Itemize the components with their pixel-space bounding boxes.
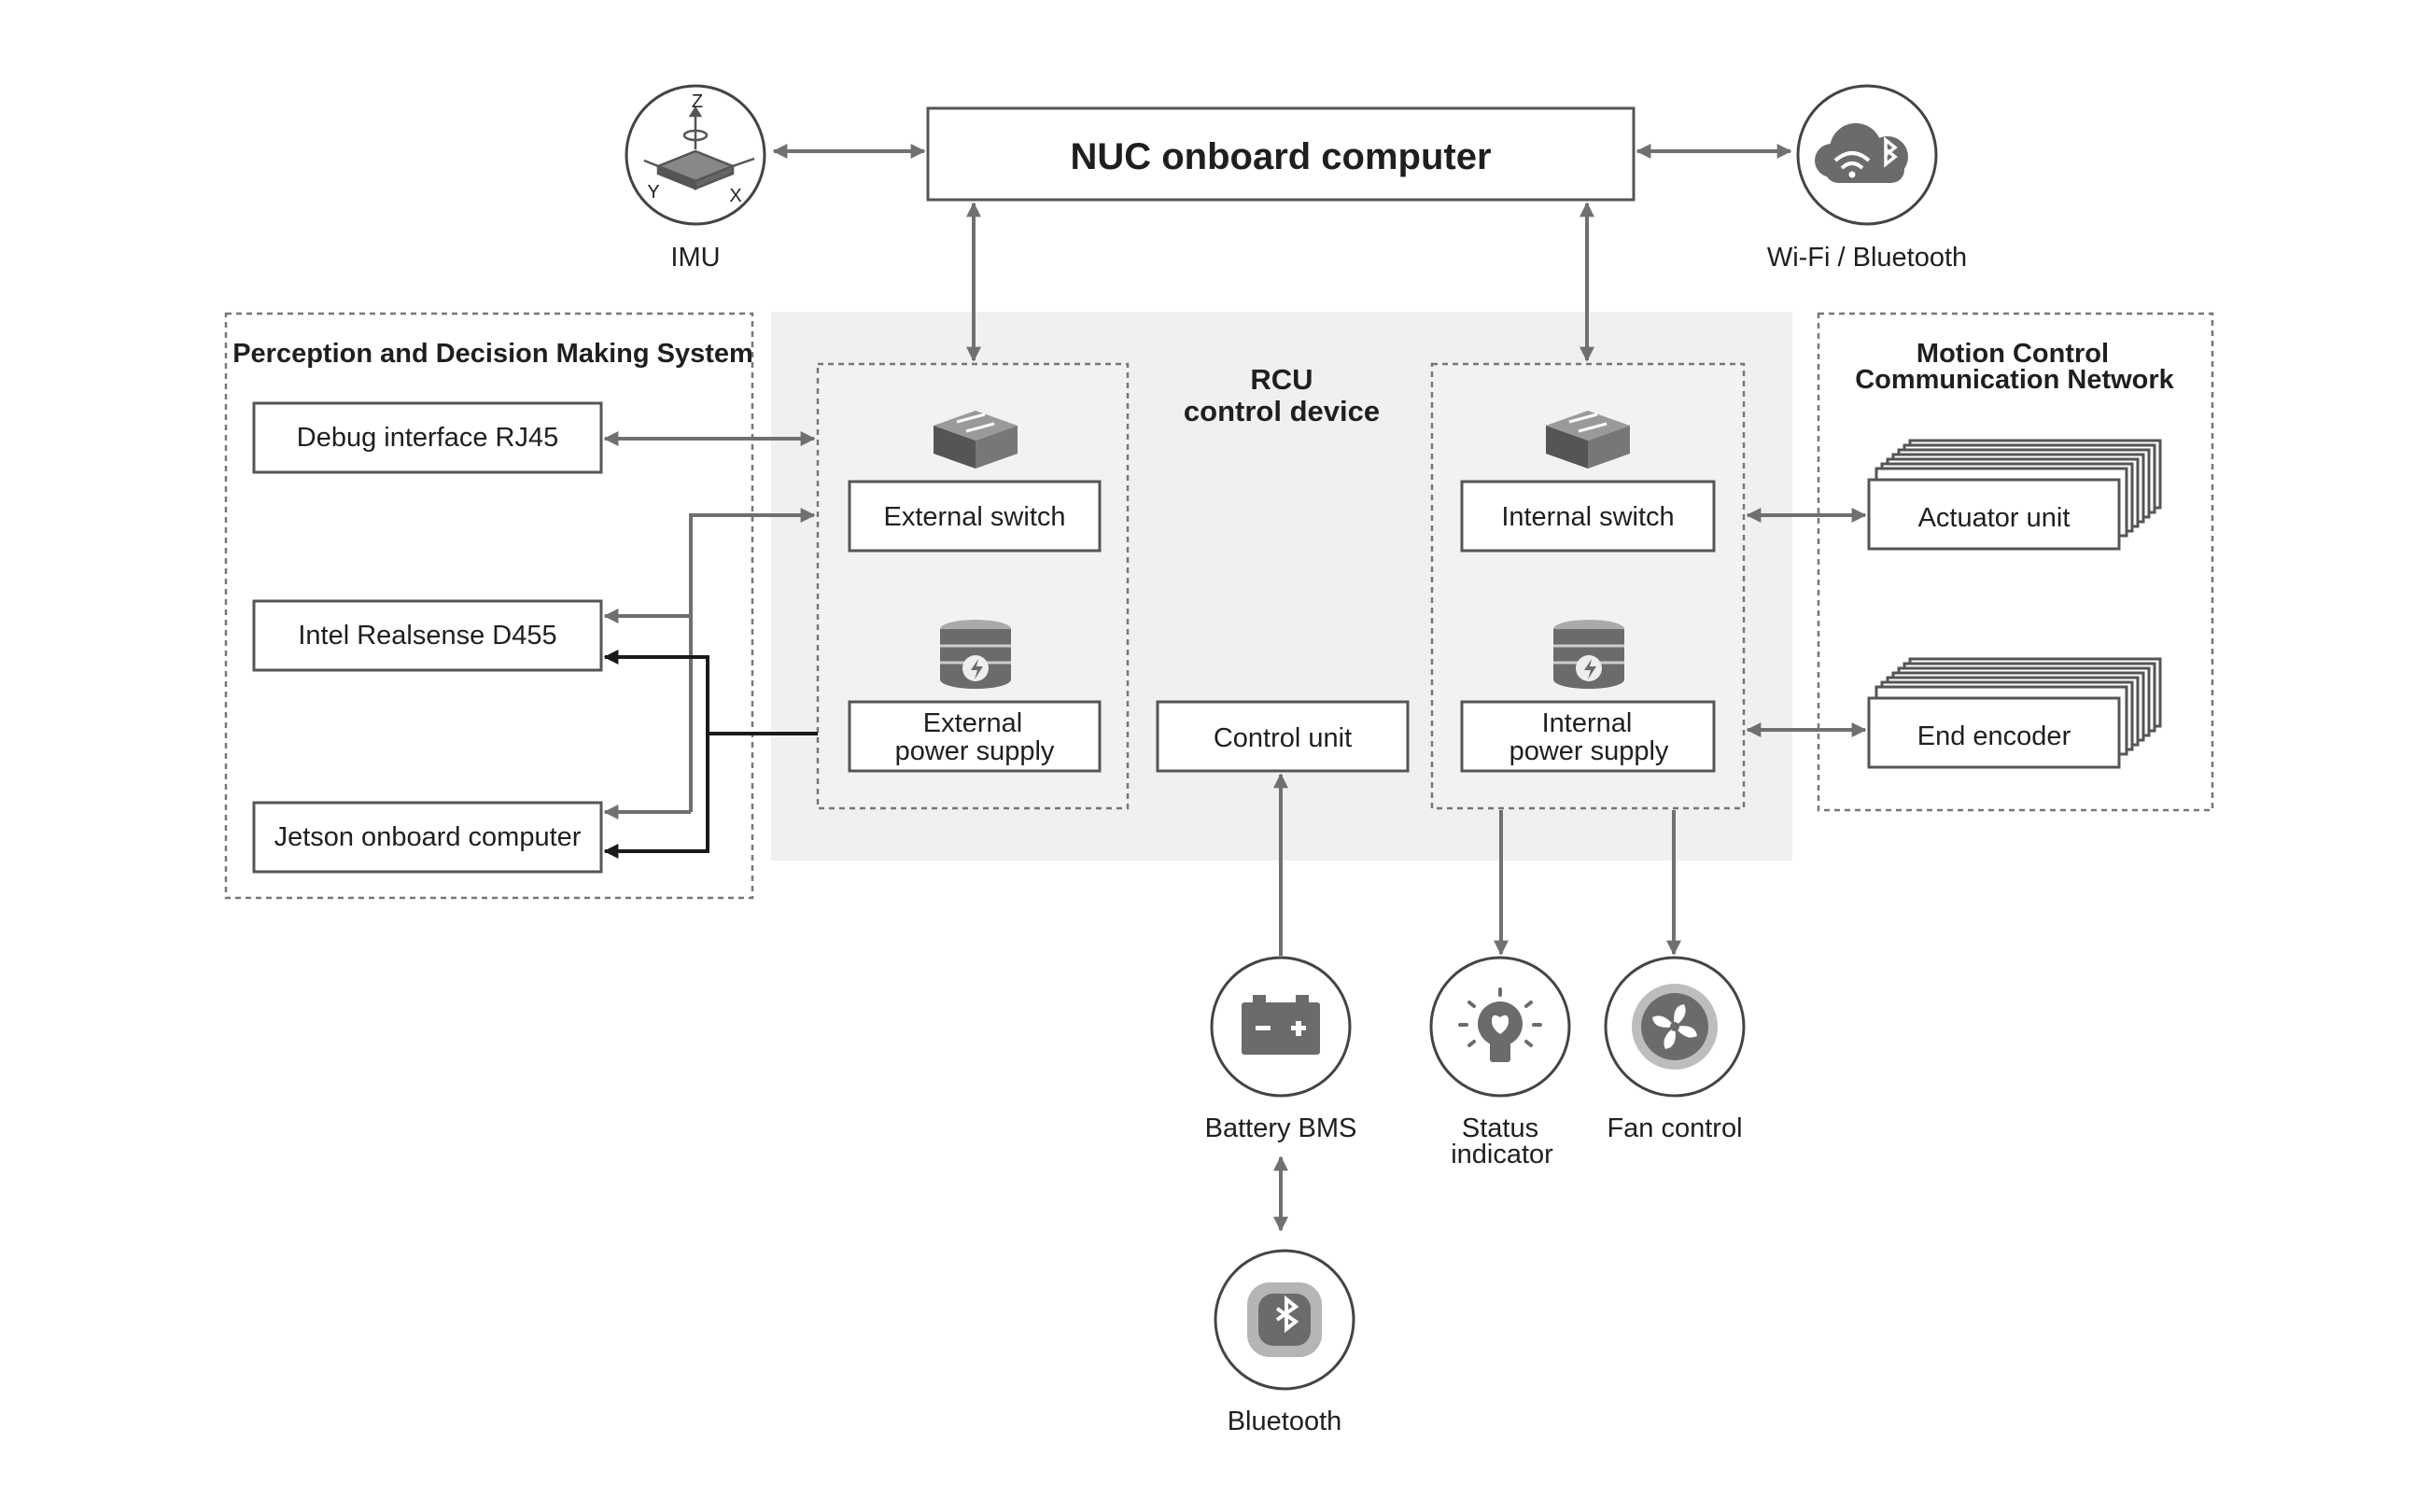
imu-icon — [643, 105, 755, 190]
control-unit-label: Control unit — [1214, 723, 1352, 753]
battery-label: Battery BMS — [1205, 1113, 1357, 1143]
imu-label: IMU — [670, 243, 720, 273]
imu-axis-y: Y — [647, 182, 659, 203]
external-power-icon — [940, 620, 1011, 689]
bluetooth-icon — [1247, 1282, 1322, 1357]
encoder-stack — [1867, 657, 2162, 769]
external-switch-box — [848, 480, 1102, 553]
internal-switch-label: Internal switch — [1501, 502, 1674, 532]
bluetooth-label: Bluetooth — [1228, 1407, 1342, 1436]
wifi-node — [1796, 84, 1938, 226]
imu-node: Z Y X — [625, 84, 766, 226]
debug-interface-label: Debug interface RJ45 — [297, 423, 559, 453]
actuator-stack — [1867, 439, 2162, 551]
imu-axis-x: X — [729, 186, 741, 206]
external-power-line2: power supply — [895, 736, 1055, 766]
realsense-label: Intel Realsense D455 — [298, 621, 556, 651]
bluetooth-node — [1214, 1249, 1355, 1391]
internal-power-line2: power supply — [1509, 736, 1669, 766]
debug-interface-box — [252, 401, 603, 474]
motion-network-group — [1817, 312, 2214, 812]
end-encoder-box — [1867, 696, 2121, 769]
nuc-box — [926, 106, 1636, 202]
external-power-line1: External — [923, 708, 1022, 738]
internal-power-line1: Internal — [1542, 708, 1633, 738]
fan-icon — [1632, 984, 1718, 1070]
end-encoder-label: End encoder — [1917, 721, 2071, 751]
internal-power-box — [1460, 700, 1716, 773]
power-to-jetson — [603, 734, 709, 859]
perception-to-external-switch — [689, 508, 816, 812]
fan-node — [1604, 956, 1746, 1098]
connectors — [603, 144, 1867, 1232]
lightbulb-icon — [1458, 987, 1542, 1062]
realsense-box — [252, 599, 603, 672]
battery-node — [1210, 956, 1352, 1098]
external-switch-label: External switch — [883, 502, 1065, 532]
cloud-wifi-bluetooth-icon — [1815, 123, 1908, 183]
internal-power-icon — [1553, 620, 1624, 689]
control-unit-box — [1156, 700, 1410, 773]
jetson-label: Jetson onboard computer — [274, 822, 582, 852]
jetson-box — [252, 801, 603, 874]
status-label-line2: indicator — [1451, 1140, 1553, 1169]
rcu-title-line1: RCU — [1250, 363, 1313, 396]
nuc-title: NUC onboard computer — [1070, 136, 1491, 177]
motion-title-line1: Motion Control — [1917, 339, 2109, 369]
imu-axis-z: Z — [692, 91, 703, 112]
fan-label: Fan control — [1607, 1113, 1742, 1143]
battery-icon — [1242, 995, 1320, 1055]
status-node — [1429, 956, 1571, 1098]
internal-switch-icon — [1546, 411, 1630, 469]
motion-title-line2: Communication Network — [1855, 365, 2174, 395]
external-power-box — [848, 700, 1102, 773]
actuator-unit-box — [1867, 478, 2121, 551]
rcu-title-line2: control device — [1184, 395, 1380, 427]
actuator-unit-label: Actuator unit — [1918, 503, 2071, 533]
status-label-line1: Status — [1462, 1113, 1538, 1143]
wifi-label: Wi-Fi / Bluetooth — [1767, 243, 1967, 273]
perception-title: Perception and Decision Making System — [232, 339, 753, 369]
internal-switch-box — [1460, 480, 1716, 553]
external-switch-icon — [934, 411, 1018, 469]
